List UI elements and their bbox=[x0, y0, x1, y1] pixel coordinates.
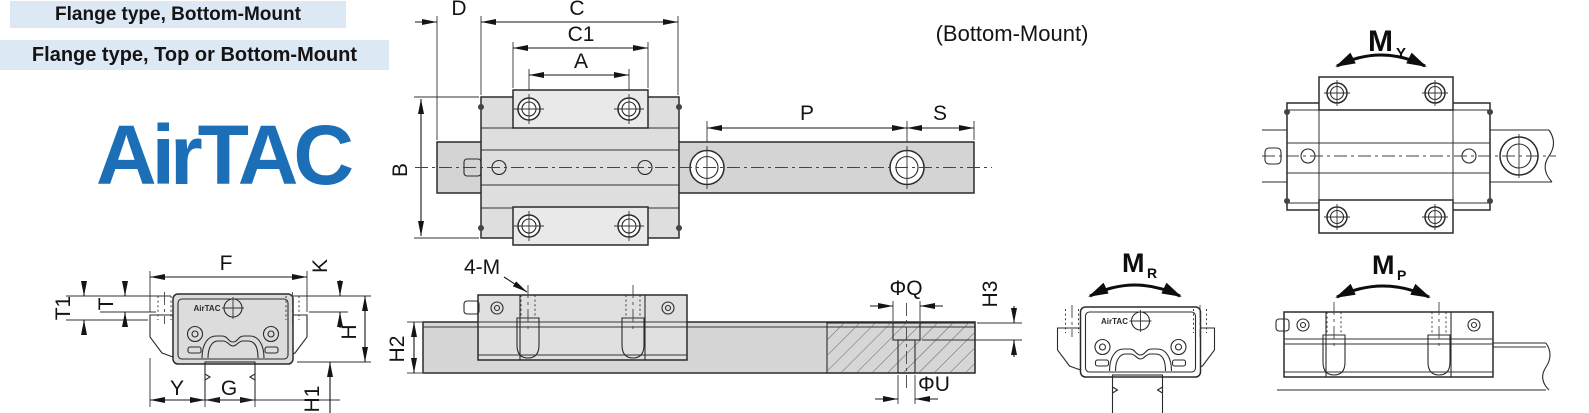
carriage-plan-outline bbox=[1264, 76, 1493, 234]
front-view-drawing: AirTAC F K T1 T H Y G H1 bbox=[52, 252, 371, 413]
dim-label-g: G bbox=[221, 377, 237, 400]
dim-label-k: K bbox=[309, 259, 332, 273]
airtac-logo: AirTAC bbox=[95, 108, 354, 202]
curved-double-arrow-icon bbox=[1088, 282, 1182, 298]
moment-label-my: M bbox=[1368, 25, 1393, 58]
mp-moment-view: M P bbox=[1275, 250, 1551, 391]
plan-view-drawing: D C C1 A B P S (Bottom-Mount) bbox=[389, 0, 1089, 246]
header-bar-top-or-bottom-mount: Flange type, Top or Bottom-Mount bbox=[0, 40, 389, 70]
carriage-plan bbox=[463, 89, 682, 246]
rail-cross-section bbox=[1111, 374, 1164, 413]
header-text-2: Flange type, Top or Bottom-Mount bbox=[31, 43, 358, 66]
dim-label-y: Y bbox=[170, 377, 184, 400]
carriage-side-outline bbox=[1275, 302, 1494, 378]
my-moment-view: M Y bbox=[1262, 25, 1556, 234]
end-cap-screw bbox=[186, 325, 204, 343]
carriage-brand-text: AirTAC bbox=[1101, 317, 1128, 326]
dim-label-h2: H2 bbox=[386, 336, 409, 363]
moment-label-mp: M bbox=[1372, 250, 1395, 280]
rail-cross-section bbox=[204, 361, 256, 401]
ball-return bbox=[516, 317, 540, 359]
dim-label-4m: 4-M bbox=[464, 256, 500, 279]
dim-label-s: S bbox=[933, 102, 947, 125]
end-cap-screw bbox=[661, 301, 675, 315]
mr-moment-view: M R AirTAC bbox=[1056, 248, 1216, 413]
dim-label-t: T bbox=[95, 297, 118, 310]
hidden-bolt-holes bbox=[157, 292, 300, 324]
dim-label-c: C bbox=[569, 0, 584, 20]
dim-label-f: F bbox=[220, 252, 233, 275]
dim-label-c1: C1 bbox=[568, 23, 595, 46]
dim-label-h3: H3 bbox=[979, 281, 1002, 308]
grease-nipple bbox=[1275, 318, 1290, 332]
carriage-inner-profile bbox=[201, 335, 265, 359]
ball-return bbox=[621, 317, 645, 359]
dim-label-phiu: ΦU bbox=[918, 373, 950, 396]
dim-label-a: A bbox=[574, 50, 588, 73]
side-view-drawing: 4-M H2 ΦQ H3 ΦU bbox=[386, 256, 1022, 404]
curved-double-arrow-icon bbox=[1335, 52, 1427, 68]
moment-label-mr: M bbox=[1122, 248, 1145, 278]
bottom-mount-note: (Bottom-Mount) bbox=[936, 21, 1089, 46]
rail-side-outline bbox=[1277, 342, 1551, 391]
dim-label-d: D bbox=[451, 0, 466, 20]
carriage-side bbox=[463, 285, 688, 361]
grease-nipple bbox=[463, 300, 480, 315]
header-bar-bottom-mount: Flange type, Bottom-Mount bbox=[10, 1, 346, 28]
curved-double-arrow-icon bbox=[1335, 283, 1431, 299]
carriage-brand-text: AirTAC bbox=[194, 304, 221, 313]
dim-label-b: B bbox=[389, 163, 412, 177]
side-dimension-lines bbox=[411, 276, 1017, 402]
carriage-bolt-holes bbox=[514, 94, 644, 241]
rail-break-line bbox=[1544, 129, 1555, 183]
carriage-front: AirTAC bbox=[149, 292, 308, 401]
dim-label-phiq: ΦQ bbox=[889, 277, 922, 300]
dim-label-p: P bbox=[800, 102, 814, 125]
end-cap-screw bbox=[490, 301, 504, 315]
rail-break-line bbox=[1542, 342, 1551, 391]
moment-sub-mr: R bbox=[1147, 265, 1157, 281]
dim-label-h1: H1 bbox=[301, 386, 324, 413]
hidden-thread-holes bbox=[520, 285, 641, 330]
dim-label-h: H bbox=[338, 324, 361, 339]
end-cap-screw bbox=[262, 325, 280, 343]
carriage-front-outline: AirTAC bbox=[1056, 305, 1216, 413]
header-text-1: Flange type, Bottom-Mount bbox=[55, 3, 301, 25]
dim-label-t1: T1 bbox=[52, 296, 75, 321]
moment-sub-mp: P bbox=[1397, 267, 1406, 283]
